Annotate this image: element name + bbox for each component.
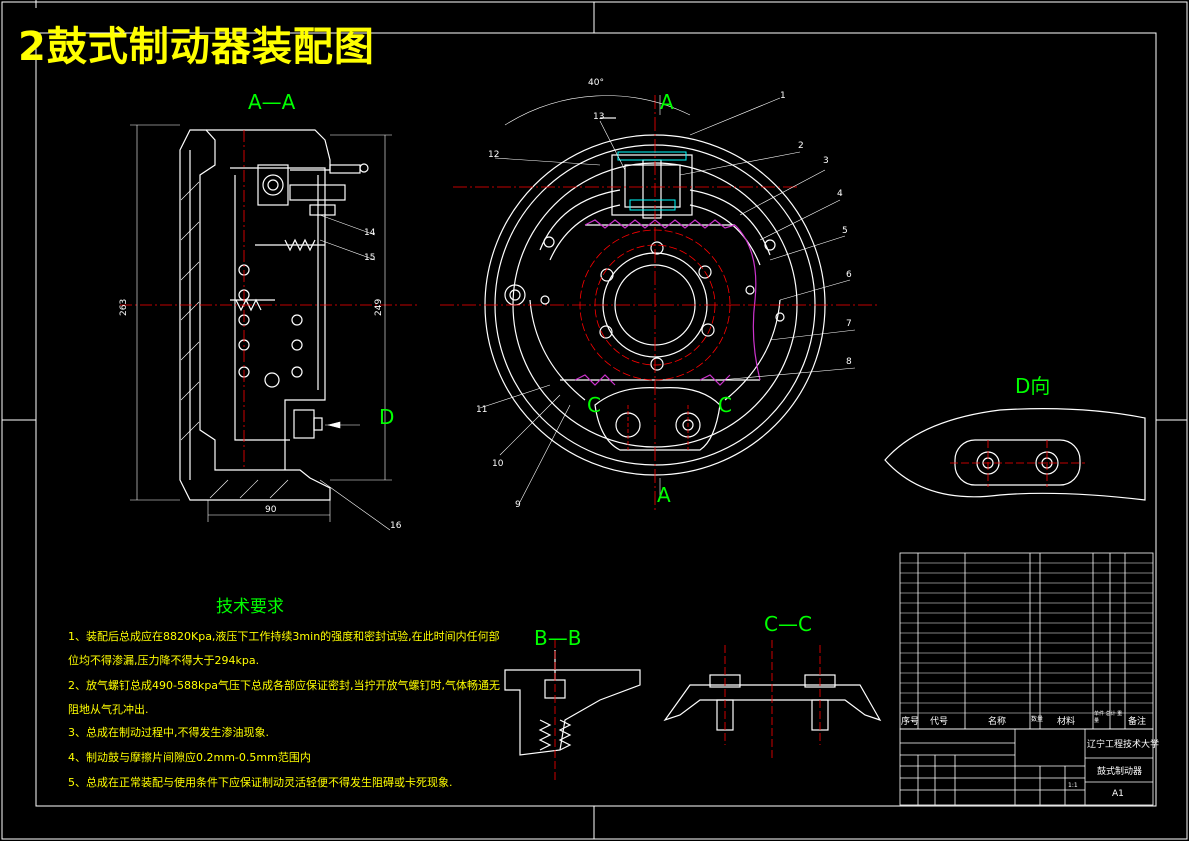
part-number-4: 4	[837, 189, 843, 199]
part-number-14: 14	[364, 228, 376, 238]
d-view-centerlines	[950, 440, 1085, 487]
section-aa-centerlines	[120, 130, 420, 470]
tech-requirement-line-5: 3、总成在制动过程中,不得发生渗油现象.	[68, 726, 269, 739]
parts-header-remark: 备注	[1128, 717, 1147, 727]
view-label-a-top: A	[660, 90, 674, 114]
dim-angle: 40°	[588, 78, 604, 88]
tech-requirement-line-4: 阻地从气孔冲出.	[68, 703, 149, 716]
parts-header-name: 名称	[988, 717, 1007, 727]
part-number-11: 11	[476, 405, 487, 415]
title-block	[899, 728, 1154, 806]
part-number-labels: 1 2 3 4 5 6 7 8 9 10 11 12 13 14 15 16	[364, 91, 852, 531]
view-label-bb: B—B	[534, 626, 582, 650]
part-number-6: 6	[846, 270, 852, 280]
section-aa-hatch	[180, 181, 289, 499]
section-cc-view	[663, 674, 882, 731]
view-label-d: D向	[1015, 374, 1051, 398]
dim-width: 90	[265, 505, 277, 515]
part-number-15: 15	[364, 253, 375, 263]
part-number-8: 8	[846, 357, 852, 367]
part-number-7: 7	[846, 319, 852, 329]
tech-requirement-line-3: 2、放气螺钉总成490-588kpa气压下总成各部应保证密封,当拧开放气螺钉时,…	[68, 679, 501, 692]
part-number-2: 2	[798, 141, 804, 151]
parts-header-weight: 单件 总计 重量	[1094, 711, 1123, 724]
front-view-red	[440, 95, 880, 510]
tech-requirement-line-2: 位均不得渗漏,压力降不得大于294kpa.	[68, 654, 260, 667]
dim-height-right: 249	[374, 299, 384, 316]
section-aa-view	[179, 129, 369, 501]
part-number-9: 9	[515, 500, 521, 510]
section-aa-dims	[130, 124, 392, 531]
view-label-c-right: C	[718, 393, 732, 417]
part-number-13: 13	[593, 112, 604, 122]
parts-header-code: 代号	[930, 717, 949, 727]
part-number-5: 5	[842, 226, 848, 236]
title-block-scale: 1:1	[1068, 782, 1078, 789]
tech-requirements-title: 技术要求	[216, 597, 284, 617]
part-number-12: 12	[488, 150, 499, 160]
section-bb-view	[504, 650, 641, 756]
view-label-d-arrow: D	[379, 405, 395, 429]
part-number-16: 16	[390, 521, 402, 531]
title-block-sheet: A1	[1112, 789, 1124, 799]
tech-requirement-line-1: 1、装配后总成应在8820Kpa,液压下工作持续3min的强度和密封试验,在此时…	[68, 630, 500, 643]
parts-list	[899, 552, 1154, 730]
front-view-springs	[574, 219, 761, 386]
tech-requirement-line-6: 4、制动鼓与摩擦片间隙应0.2mm-0.5mm范围内	[68, 751, 311, 764]
parts-list-rows	[900, 562, 1153, 714]
part-number-1: 1	[780, 91, 786, 101]
view-label-c-left: C	[587, 393, 601, 417]
tech-requirement-line-7: 5、总成在正常装配与使用条件下应保证制动灵活轻便不得发生阻碍或卡死现象.	[68, 776, 453, 789]
title-block-school: 辽宁工程技术大学	[1087, 740, 1160, 750]
d-view	[884, 408, 1146, 501]
dim-height-left: 263	[119, 299, 129, 316]
parts-header-seq: 序号	[901, 717, 920, 727]
front-view-cyan	[617, 151, 687, 211]
view-label-a-bottom: A	[657, 483, 671, 507]
section-cc-centerlines	[724, 640, 821, 760]
front-view-leaders	[479, 95, 856, 503]
view-label-cc: C—C	[764, 612, 812, 636]
title-block-drawing-name: 鼓式制动器	[1097, 767, 1143, 777]
part-number-10: 10	[492, 459, 504, 469]
view-label-aa: A—A	[248, 90, 296, 114]
parts-header-qty: 数量	[1031, 716, 1044, 723]
part-number-3: 3	[823, 156, 829, 166]
parts-header-material: 材料	[1057, 717, 1076, 727]
drawing-title: 2鼓式制动器装配图	[18, 24, 375, 70]
